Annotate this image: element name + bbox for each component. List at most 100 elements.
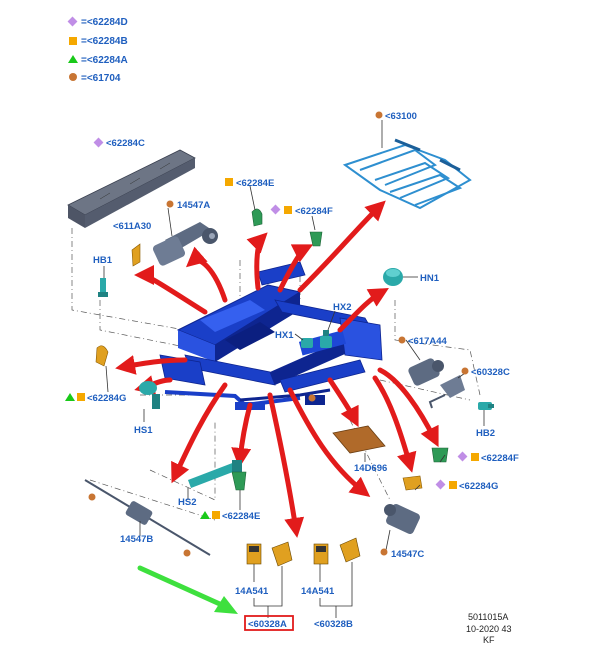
fastener-dot-icon [88, 493, 96, 501]
square-icon [449, 481, 457, 489]
triangle-icon [68, 55, 78, 63]
svg-text:<62284F: <62284F [481, 453, 519, 464]
label-hs2: HS2 [178, 497, 196, 508]
svg-text:<62284F: <62284F [295, 206, 333, 217]
svg-text:<62284E: <62284E [236, 178, 274, 189]
svg-text:<62284G: <62284G [87, 393, 126, 404]
svg-text:<60328C: <60328C [471, 367, 510, 378]
part-hn1-connector [383, 268, 403, 286]
label-611a30: <611A30 [113, 221, 151, 232]
fastener-dot-icon [380, 548, 388, 556]
label-617a44: <617A44 [398, 336, 448, 347]
part-hb1-connector [98, 278, 108, 297]
leader-lines [88, 120, 485, 618]
label-62284e-bottom: <62284E [200, 511, 260, 522]
circle-icon [398, 336, 406, 344]
label-14a541-right: 14A541 [301, 586, 335, 597]
svg-text:<617A44: <617A44 [408, 336, 448, 347]
label-14547b: 14547B [120, 534, 153, 545]
part-14a541-left [246, 543, 262, 565]
part-hx2-connector [320, 330, 332, 348]
legend-text: =<62284B [81, 36, 128, 47]
legend-text: =<61704 [81, 73, 121, 84]
svg-text:<62284C: <62284C [106, 138, 145, 149]
legend-item-62284a: =<62284A [68, 55, 128, 66]
part-62284c-rail [67, 149, 196, 228]
part-14a541-right [313, 543, 329, 565]
svg-text:14547A: 14547A [177, 200, 210, 211]
label-63100: <63100 [375, 111, 417, 122]
label-62284g-right: <62284G [435, 479, 498, 492]
part-14d696-pad [332, 425, 386, 454]
label-14547a: 14547A [166, 200, 210, 211]
svg-text:<62284E: <62284E [222, 511, 260, 522]
footer-line-3: KF [483, 635, 495, 645]
label-62284e-top: <62284E [225, 178, 274, 189]
callout-arrows [115, 200, 439, 538]
circle-icon [69, 73, 77, 81]
diamond-icon [67, 16, 78, 27]
label-hn1: HN1 [420, 273, 440, 284]
part-611a30-bracket [131, 243, 141, 267]
diamond-icon [457, 451, 468, 462]
label-hs1: HS1 [134, 425, 153, 436]
circle-icon [375, 111, 383, 119]
green-pointer-arrow [137, 565, 238, 614]
footer-line-2: 10-2020 43 [466, 624, 512, 634]
part-62284e-clip-bottom [231, 471, 247, 491]
highlight-box [244, 615, 294, 631]
square-icon [77, 393, 85, 401]
part-62284e-clip-top [251, 208, 263, 227]
part-60328c-bracket [428, 375, 465, 409]
legend-item-62284d: =<62284D [67, 16, 128, 28]
label-62284f-top: <62284F [270, 204, 333, 217]
part-hs2-sensor [188, 460, 242, 488]
label-hx1: HX1 [275, 330, 294, 341]
part-60328b-bracket [339, 537, 361, 563]
label-62284c: <62284C [93, 137, 145, 149]
diagram-footer: 5011015A 10-2020 43 KF [466, 612, 512, 645]
label-60328c: <60328C [461, 367, 510, 378]
part-62284f-clip-right [431, 447, 449, 463]
diamond-icon [270, 204, 281, 215]
label-62284f-right: <62284F [457, 451, 519, 464]
square-icon [212, 511, 220, 519]
footer-line-1: 5011015A [468, 612, 508, 622]
seat-frame-assembly [159, 261, 383, 410]
part-hx1-connector [301, 338, 313, 348]
legend-item-61704: =<61704 [69, 73, 121, 84]
part-62284f-clip-top [309, 231, 323, 247]
legend-text: =<62284D [81, 17, 128, 28]
square-icon [69, 37, 77, 45]
label-hx2: HX2 [333, 302, 351, 313]
part-14547c-motor [384, 504, 420, 534]
label-60328a-highlighted: <60328A [244, 615, 294, 631]
triangle-icon [200, 511, 210, 519]
part-63100-spring-mat [342, 138, 472, 210]
legend-item-62284b: =<62284B [69, 36, 128, 47]
part-62284g-bracket-left [95, 345, 109, 367]
svg-text:<63100: <63100 [385, 111, 417, 122]
part-14547b-motor [84, 479, 211, 556]
part-62284g-bracket-right [402, 475, 423, 491]
legend-text: =<62284A [81, 55, 128, 66]
part-labels: <63100 <62284C <62284E 14547A <62284F <6… [65, 111, 519, 631]
fastener-dot-icon [183, 549, 191, 557]
part-hb2-connector [478, 402, 494, 410]
part-hs1-sensor [139, 381, 160, 409]
label-14a541-left: 14A541 [235, 586, 269, 597]
svg-text:<60328A: <60328A [248, 619, 287, 630]
part-14547a-motor [152, 222, 218, 266]
triangle-icon [65, 393, 75, 401]
label-hb2: HB2 [476, 428, 495, 439]
diamond-icon [435, 479, 446, 490]
square-icon [284, 206, 292, 214]
label-hb1: HB1 [93, 255, 113, 266]
part-617a44-motor [408, 358, 444, 386]
fastener-dot-icon [308, 394, 316, 402]
label-14547c: 14547C [391, 549, 424, 560]
svg-text:<62284G: <62284G [459, 481, 498, 492]
circle-icon [461, 367, 469, 375]
